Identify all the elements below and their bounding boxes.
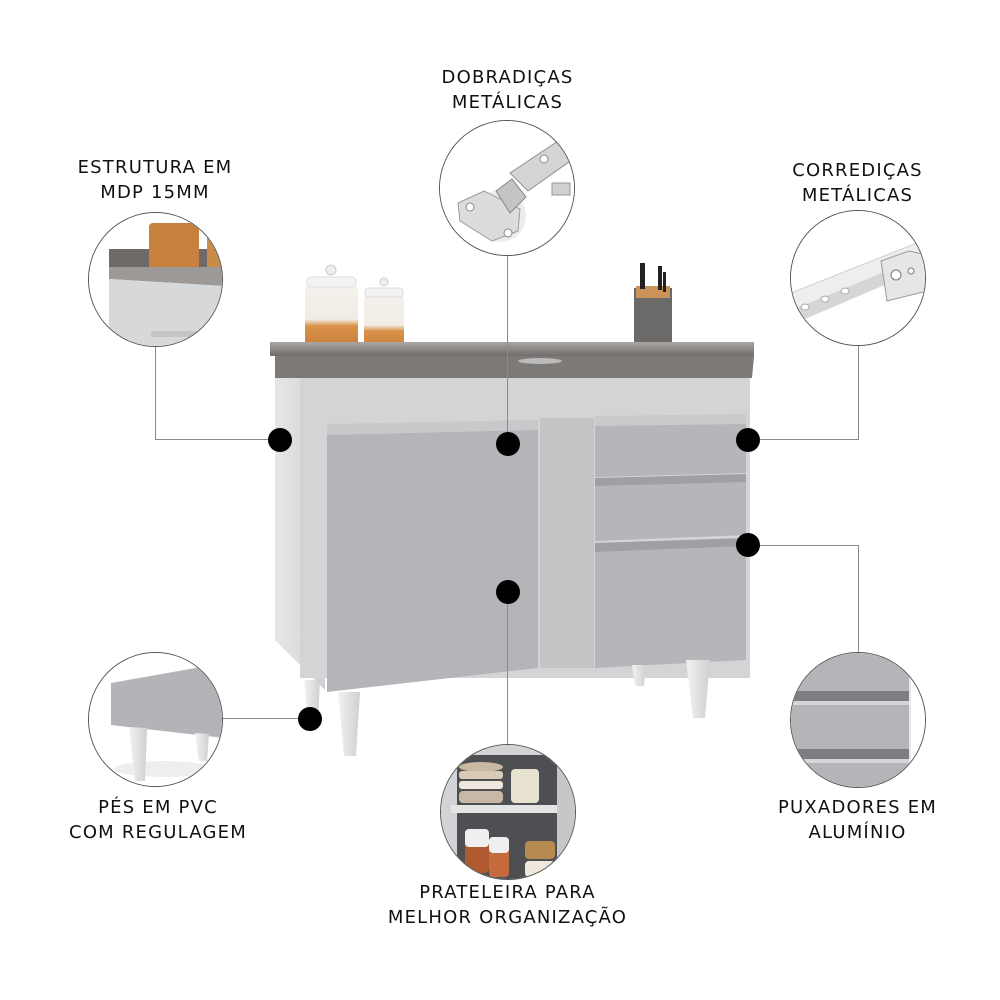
hinge-icon (439, 120, 575, 256)
feature-line: MDP 15MM (100, 182, 210, 203)
feature-line: METÁLICAS (801, 185, 914, 206)
feature-label-pes: PÉS EM PVC COM REGULAGEM (48, 795, 268, 845)
hotspot-estrutura[interactable] (268, 428, 292, 452)
feature-line: ESTRUTURA EM (77, 157, 233, 178)
connector-prateleira-v (507, 592, 508, 744)
feature-label-prateleira: PRATELEIRA PARA MELHOR ORGANIZAÇÃO (370, 880, 645, 930)
hotspot-corredicas[interactable] (736, 428, 760, 452)
feature-line: COM REGULAGEM (69, 822, 247, 843)
feature-label-corredicas: CORREDIÇAS METÁLICAS (760, 158, 955, 208)
cabinet-leg-icon (88, 652, 223, 787)
feature-line: DOBRADIÇAS (441, 67, 574, 88)
connector-pes-h (222, 718, 310, 719)
cabinet-door (327, 428, 538, 692)
drawer-1 (595, 422, 746, 477)
feature-label-dobradicas: DOBRADIÇAS METÁLICAS (405, 65, 610, 115)
front-right-leg (686, 660, 710, 718)
shelf-icon (440, 744, 576, 880)
hotspot-prateleira[interactable] (496, 580, 520, 604)
connector-dobradicas-v (507, 256, 508, 444)
connector-puxadores-v (858, 545, 859, 653)
feature-line: PÉS EM PVC (98, 797, 218, 818)
hotspot-puxadores[interactable] (736, 533, 760, 557)
feature-line: MELHOR ORGANIZAÇÃO (387, 907, 628, 928)
feature-label-estrutura: ESTRUTURA EM MDP 15MM (55, 155, 255, 205)
countertop-detail-icon (88, 212, 223, 347)
feature-label-puxadores: PUXADORES EM ALUMÍNIO (760, 795, 955, 845)
drawer-3 (595, 543, 746, 668)
connector-estrutura-h (155, 439, 280, 440)
connector-estrutura-v (155, 346, 156, 439)
connector-corredicas-v (858, 346, 859, 439)
feature-line: ALUMÍNIO (808, 822, 907, 843)
aluminum-handle-icon (790, 652, 926, 788)
hotspot-dobradicas[interactable] (496, 432, 520, 456)
feature-line: METÁLICAS (451, 92, 564, 113)
feature-line: PRATELEIRA PARA (419, 882, 596, 903)
front-left-leg (338, 692, 360, 756)
drawer-2 (595, 479, 746, 541)
drawer-slide-icon (790, 210, 926, 346)
feature-line: CORREDIÇAS (792, 160, 923, 181)
connector-corredicas-h (747, 439, 859, 440)
connector-puxadores-h (747, 545, 859, 546)
feature-line: PUXADORES EM (777, 797, 938, 818)
hotspot-pes[interactable] (298, 707, 322, 731)
